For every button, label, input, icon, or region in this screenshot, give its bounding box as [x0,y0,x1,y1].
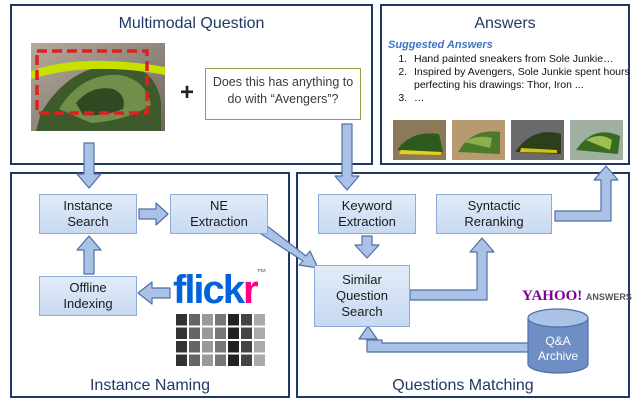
offline-indexing-box: Offline Indexing [39,276,137,316]
answer-thumbnail-2 [452,120,505,160]
flickr-logo-tm: ™ [256,268,267,279]
flickr-thumbnail [254,314,265,326]
ne-extraction-box: NE Extraction [170,194,268,234]
flickr-thumbnail [176,314,187,326]
flickr-thumbnail [202,327,213,339]
qa-archive-cylinder [527,308,589,374]
flickr-thumbnail [228,341,239,353]
flickr-thumbnail [176,341,187,353]
flickr-thumbnail [215,341,226,353]
instance-naming-title: Instance Naming [89,377,211,394]
answer-item-3: … [410,92,640,105]
flickr-thumbnail [254,354,265,366]
answer-thumbnail-1 [393,120,446,160]
plus-sign: + [180,79,195,106]
flickr-logo: flickr™ [173,268,267,313]
arrow-image-to-instance-search [76,142,102,189]
flickr-thumbnail [202,314,213,326]
flickr-thumbnail [241,314,252,326]
arrow-indexing-to-instance [76,235,102,275]
flickr-thumbnail [241,354,252,366]
answer-item-1: Hand painted sneakers from Sole Junkie… [410,53,640,66]
keyword-extraction-box: Keyword Extraction [318,194,416,234]
yahoo-answers-logo: YAHOO! ANSWERS [522,288,632,305]
arrow-archive-to-similar-head [358,325,378,340]
instance-search-box: Instance Search [39,194,137,234]
arrow-reranking-to-answers [554,165,619,222]
multimodal-question-title: Multimodal Question [118,15,265,32]
answers-title: Answers [474,15,536,32]
arrow-archive-to-similar [366,339,569,353]
answer-item-2: Inspired by Avengers, Sole Junkie spent … [410,66,640,92]
sneaker-photo [31,43,165,131]
yahoo-answers-text: ANSWERS [585,292,632,302]
answers-list: Hand painted sneakers from Sole Junkie… … [390,53,640,105]
answer-thumbnails [393,120,625,160]
answer-thumbnail-4 [570,120,623,160]
flickr-thumbnail [228,354,239,366]
arrow-instance-to-ne [138,202,169,226]
flickr-logo-flick: flick [173,268,245,312]
yahoo-logo-text: YAHOO! [522,288,583,304]
flickr-thumbnail [241,341,252,353]
flickr-thumbnail [254,341,265,353]
flickr-thumbnail [228,327,239,339]
flickr-thumbnail [189,354,200,366]
arrow-ne-to-similar [254,221,319,269]
qa-archive-label: Q&A Archive [537,334,578,363]
question-text-box: Does this has anything to do with “Aveng… [205,68,361,120]
syntactic-reranking-box: Syntactic Reranking [436,194,552,234]
arrow-flickr-to-indexing [137,281,171,305]
flickr-thumbnail [189,327,200,339]
flickr-thumbnail [215,327,226,339]
questions-matching-title: Questions Matching [392,377,534,394]
flickr-thumbnail [215,314,226,326]
flickr-thumbnail [254,327,265,339]
flickr-thumbnail [176,354,187,366]
flickr-thumbnail [215,354,226,366]
arrow-keyword-to-similar [354,235,380,259]
suggested-answers-heading: Suggested Answers [388,39,493,51]
flickr-thumbnail [176,327,187,339]
arrow-similar-to-reranking [409,237,495,301]
similar-question-search-box: Similar Question Search [314,265,410,327]
flickr-thumbnail [228,314,239,326]
arrow-question-to-keyword [334,123,360,191]
flickr-thumbnail [202,354,213,366]
answer-thumbnail-3 [511,120,564,160]
flickr-logo-r: r [243,268,259,312]
flickr-thumbnail [189,314,200,326]
flickr-thumbnail [189,341,200,353]
flickr-thumbnail [202,341,213,353]
flickr-thumbnail [241,327,252,339]
flickr-photo-grid [176,314,265,366]
